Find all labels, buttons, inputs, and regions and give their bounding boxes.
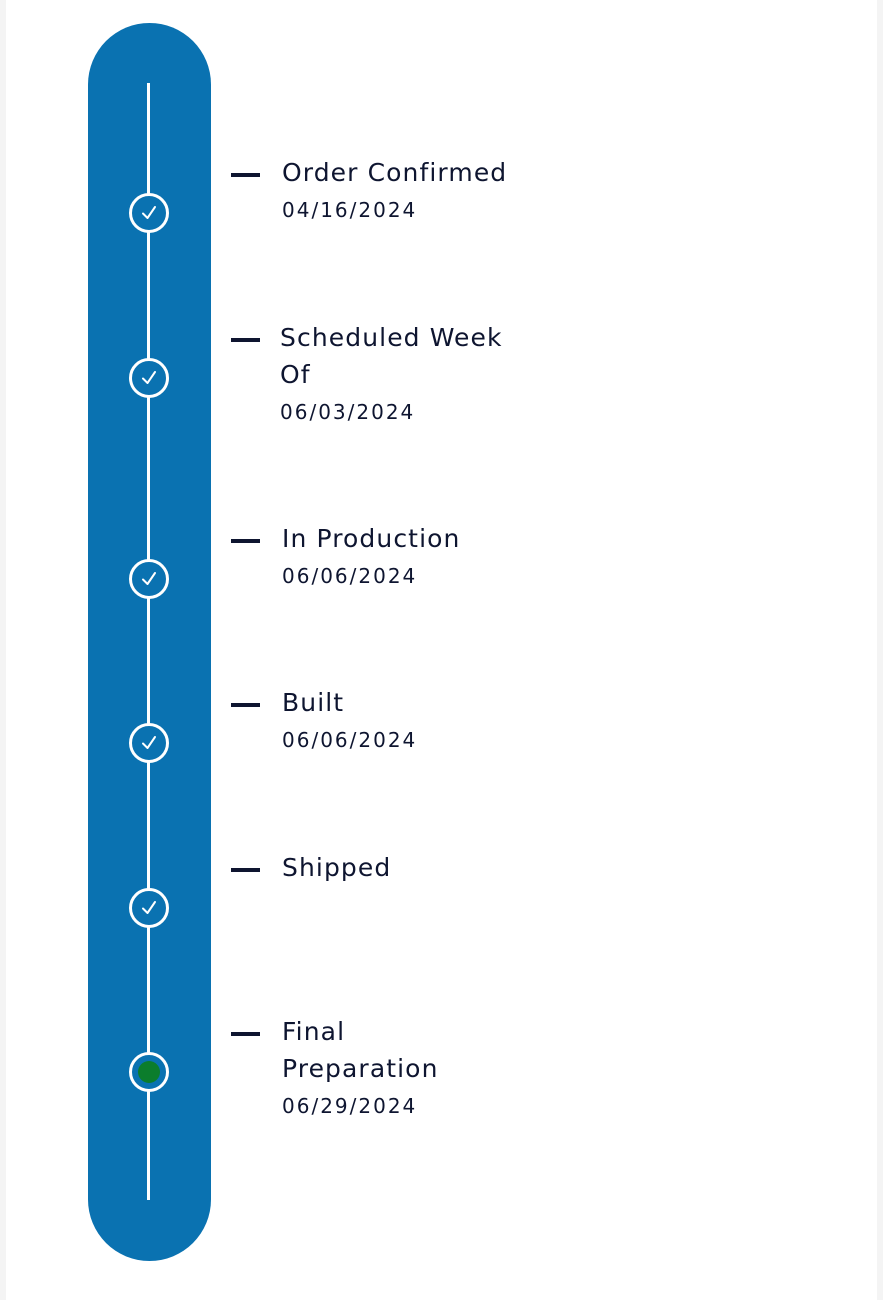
check-icon [142,206,156,219]
step-6-connector [231,1032,260,1036]
step-1-date: 04/16/2024 [282,198,418,222]
step-3-title: In Production [282,524,461,553]
timeline-line [147,83,150,1200]
check-icon [142,736,156,749]
step-4-date: 06/06/2024 [282,728,418,752]
step-1-node [129,193,169,233]
step-2-label: Scheduled Week Of 06/03/2024 [280,319,540,428]
step-4-label: Built 06/06/2024 [282,684,542,756]
step-1-connector [231,173,260,177]
step-1-label: Order Confirmed 04/16/2024 [282,154,542,226]
step-3-date: 06/06/2024 [282,564,418,588]
step-4-node [129,723,169,763]
step-3-connector [231,539,260,543]
step-2-date: 06/03/2024 [280,400,416,424]
step-6-label: Final Preparation 06/29/2024 [282,1013,482,1122]
step-4-title: Built [282,688,345,717]
step-3-node [129,559,169,599]
check-icon [142,371,156,384]
check-icon [142,901,156,914]
step-3-label: In Production 06/06/2024 [282,520,542,592]
step-5-title: Shipped [282,853,392,882]
current-dot-icon [138,1061,160,1083]
check-icon [142,572,156,585]
step-5-node [129,888,169,928]
step-6-date: 06/29/2024 [282,1094,418,1118]
step-6-title: Final Preparation [282,1017,439,1083]
step-2-title: Scheduled Week Of [280,323,503,389]
step-5-label: Shipped [282,849,542,889]
step-4-connector [231,703,260,707]
step-2-node [129,358,169,398]
step-5-connector [231,868,260,872]
step-1-title: Order Confirmed [282,158,508,187]
step-2-connector [231,338,260,342]
step-6-node [129,1052,169,1092]
